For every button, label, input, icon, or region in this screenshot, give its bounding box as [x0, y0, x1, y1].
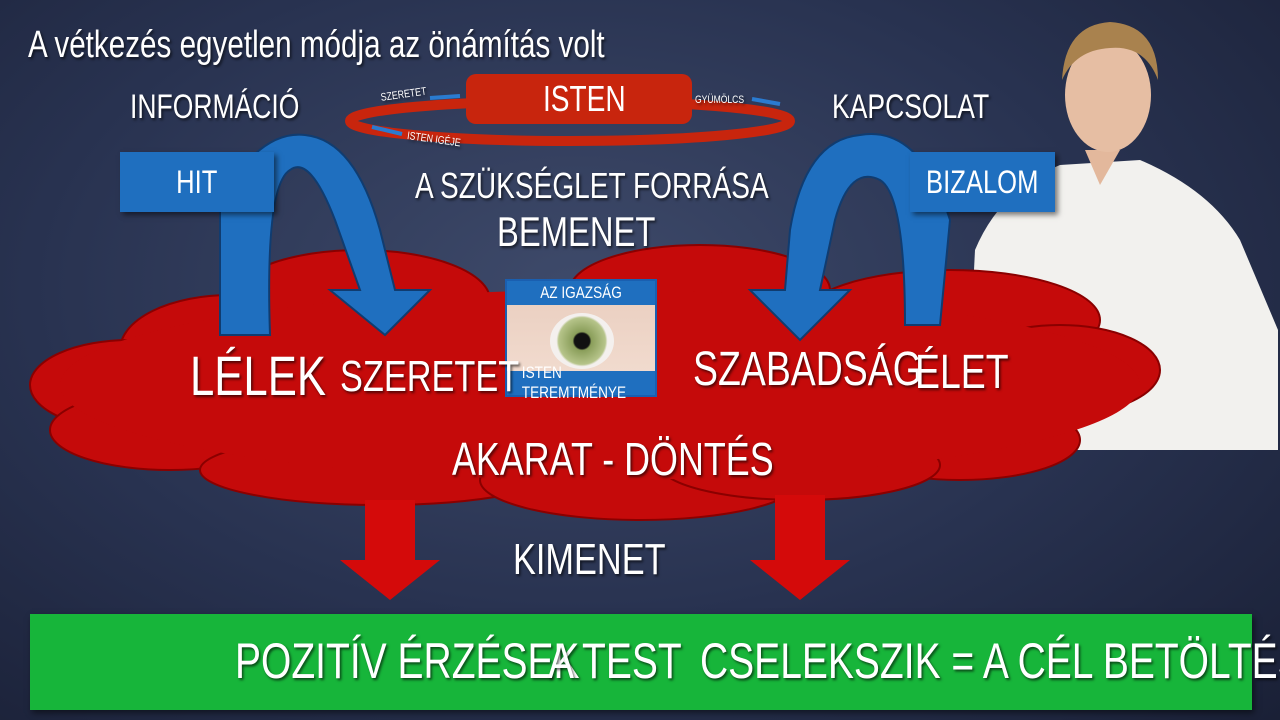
label-bemenet: BEMENET: [497, 208, 656, 255]
cloud-elet: ÉLET: [915, 346, 1009, 399]
eye-bottom-text: ISTEN TEREMTMÉNYE: [521, 363, 627, 402]
ring-arrow-icon: [751, 97, 781, 106]
output-bar: [30, 614, 1252, 710]
label-isten: ISTEN: [543, 78, 626, 119]
ring-arrow-icon: [371, 125, 403, 136]
eye-image: AZ IGAZSÁG ISTEN TEREMTMÉNYE: [505, 279, 657, 402]
eye-iris-icon: [550, 313, 614, 369]
cloud-szabadsag: SZABADSÁG: [693, 343, 922, 396]
label-informacio: INFORMÁCIÓ: [130, 88, 300, 126]
eye-top-text: AZ IGAZSÁG: [540, 283, 622, 302]
label-kapcsolat: KAPCSOLAT: [832, 88, 990, 126]
cloud-lelek: LÉLEK: [190, 344, 326, 407]
hit-label: HIT: [176, 163, 218, 200]
ring-gyumolcs: GYÜMÖLCS: [695, 94, 745, 106]
bizalom-label: BIZALOM: [926, 163, 1039, 200]
isten-box-bg: [466, 74, 692, 124]
bar-cselekszik: CSELEKSZIK = A CÉL BETÖLTÉSE: [700, 633, 1280, 689]
slide-title: A vétkezés egyetlen módja az önámítás vo…: [28, 24, 605, 66]
cloud-szeretet: SZERETET: [340, 352, 520, 401]
bar-test: A TEST: [548, 633, 682, 689]
ring-arrow-icon: [429, 94, 461, 100]
label-forrasa: A SZÜKSÉGLET FORRÁSA: [415, 165, 769, 206]
eye-caption-top: AZ IGAZSÁG: [507, 281, 655, 305]
hit-box: HIT: [120, 152, 274, 212]
label-kimenet: KIMENET: [513, 535, 666, 584]
eye-caption-bottom: ISTEN TEREMTMÉNYE: [507, 363, 655, 402]
down-arrow-left: [340, 500, 440, 600]
cloud-akarat: AKARAT - DÖNTÉS: [452, 433, 774, 485]
bar-pozitiv: POZITÍV ÉRZÉSEK: [235, 633, 580, 689]
right-curved-arrow: [747, 133, 952, 342]
bizalom-box: BIZALOM: [910, 152, 1055, 212]
down-arrow-right: [750, 495, 850, 600]
